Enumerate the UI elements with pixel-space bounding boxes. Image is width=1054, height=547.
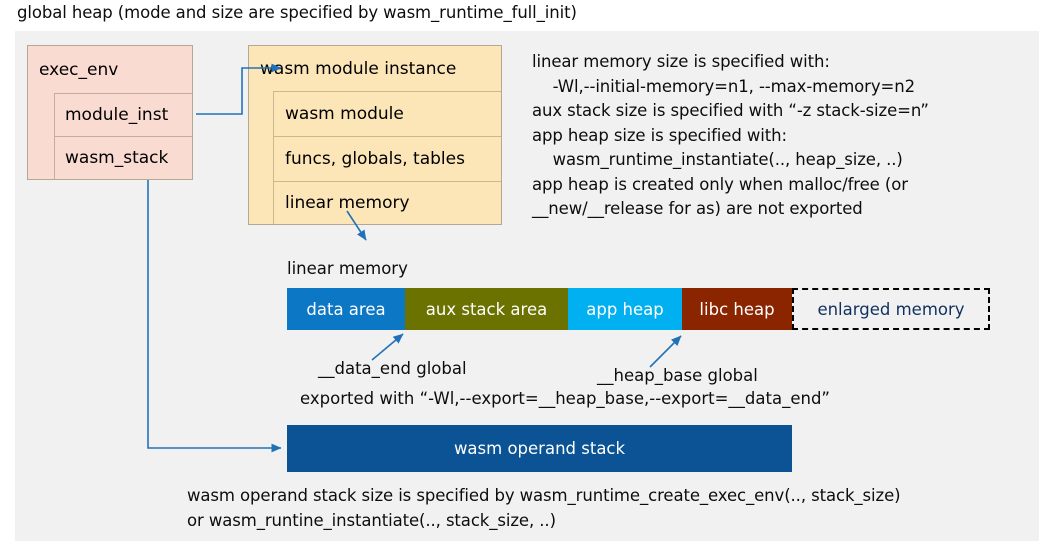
wmi-row-wasm-module: wasm module (273, 91, 501, 136)
wasm-module-instance-box (248, 45, 502, 225)
heap-base-global-label: __heap_base global (597, 366, 758, 385)
linear-memory-caption: linear memory (287, 259, 408, 278)
memory-segment-data-area: data area (287, 288, 405, 330)
wmi-row-linear-memory: linear memory (273, 181, 501, 224)
memory-segment-app-heap: app heap (568, 288, 682, 330)
memory-segment-libc-heap: libc heap (682, 288, 792, 330)
exec-env-row-module-inst: module_inst (54, 93, 192, 136)
operand-stack-note: wasm operand stack size is specified by … (187, 486, 901, 530)
exported-with-label: exported with “-Wl,--export=__heap_base,… (300, 389, 830, 408)
exec-env-header-label: exec_env (39, 59, 119, 80)
memory-segment-aux-stack-area: aux stack area (405, 288, 568, 330)
data-end-global-label: __data_end global (318, 359, 467, 378)
memory-segment-enlarged-memory: enlarged memory (792, 288, 990, 330)
wmi-row-funcs-globals-tables: funcs, globals, tables (273, 136, 501, 181)
page-title: global heap (mode and size are specified… (17, 3, 577, 22)
wasm-module-instance-header-label: wasm module instance (260, 58, 457, 79)
wasm-operand-stack-box: wasm operand stack (287, 425, 792, 472)
exec-env-row-wasm-stack: wasm_stack (54, 136, 192, 179)
configuration-notes: linear memory size is specified with: -W… (532, 52, 929, 218)
